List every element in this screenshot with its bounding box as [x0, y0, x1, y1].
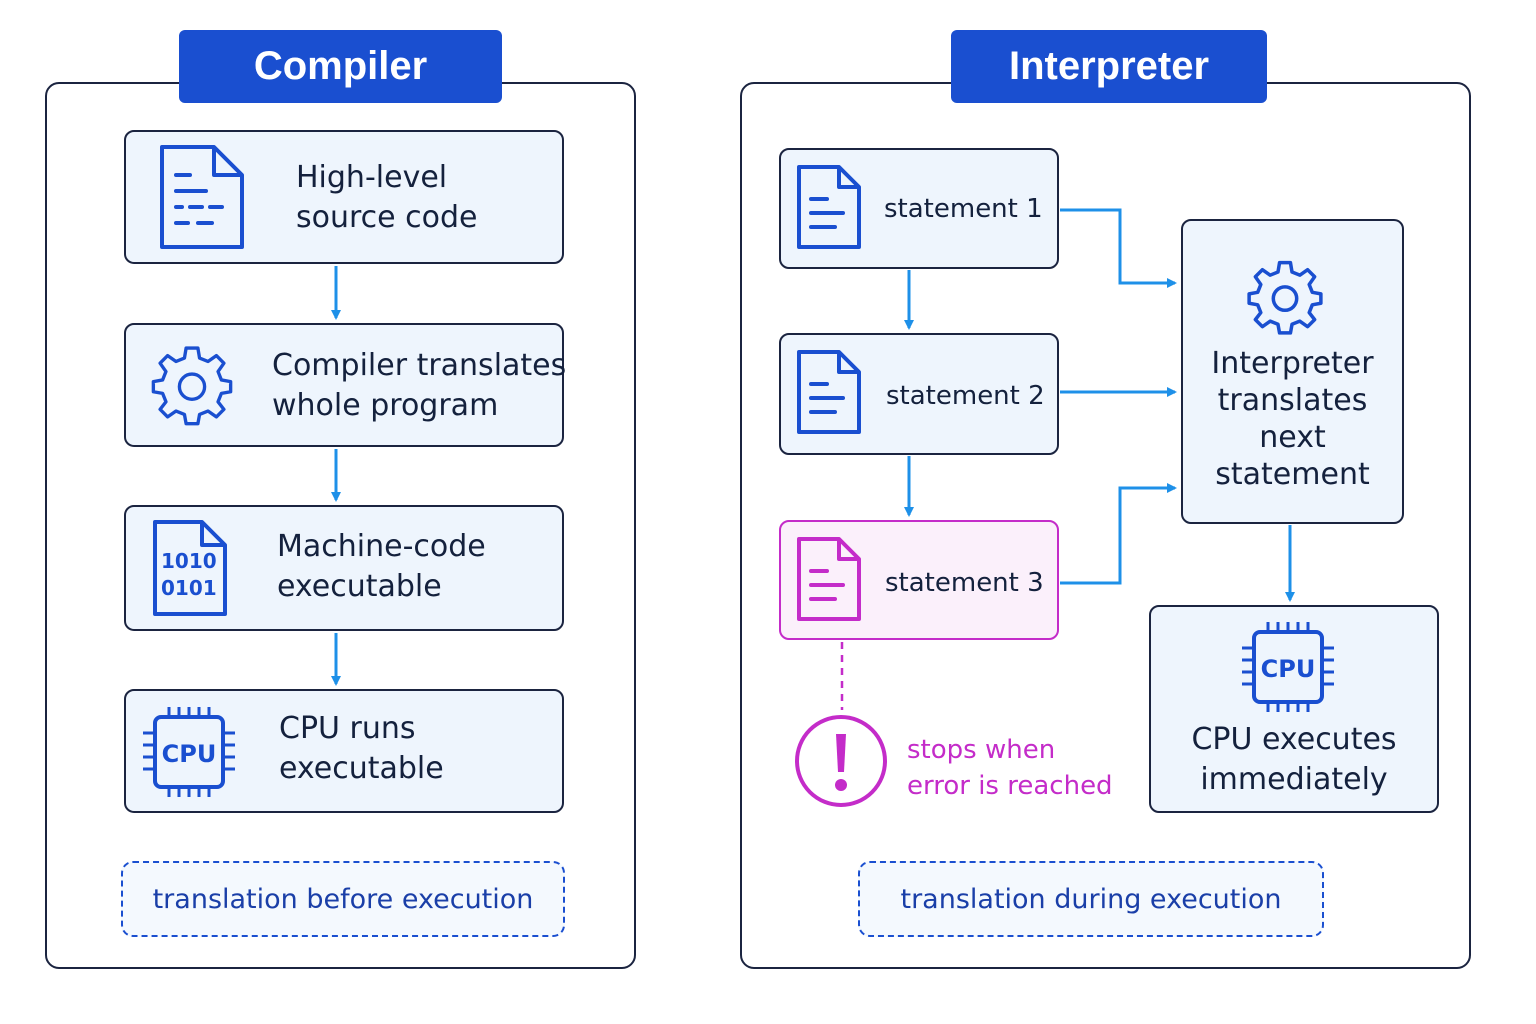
- document-icon: [797, 350, 861, 434]
- source-code-label: High-level source code: [296, 160, 478, 235]
- cpu-executes-box: [1149, 605, 1439, 813]
- statement-3-label: statement 3: [885, 568, 1044, 598]
- source-code-box: [124, 130, 564, 264]
- cpu-chip-icon: CPU: [1242, 622, 1334, 712]
- error-stop-text: stops when error is reached: [907, 735, 1113, 801]
- interpreter-translator-label: Interpreter translates next statement: [1211, 346, 1374, 492]
- cpu-chip-text: CPU: [162, 740, 217, 768]
- interpreter-arrows: [904, 208, 1295, 602]
- machine-code-label: Machine-code executable: [277, 529, 486, 604]
- binary-line-1: 1010: [161, 549, 217, 573]
- arrow-statement1-to-interpreter: [1060, 208, 1177, 288]
- interpreter-note: translation during execution: [858, 861, 1324, 937]
- gear-icon: [1247, 260, 1323, 335]
- cpu-runs-label: CPU runs executable: [279, 711, 444, 786]
- cpu-chip-text: CPU: [1261, 655, 1316, 683]
- compiler-title: Compiler: [179, 30, 502, 103]
- document-icon: [797, 537, 861, 621]
- gear-icon: [151, 346, 233, 426]
- machine-code-box: [124, 505, 564, 631]
- interpreter-title: Interpreter: [951, 30, 1267, 103]
- statement-2-label: statement 2: [886, 381, 1045, 411]
- compiler-note: translation before execution: [121, 861, 565, 937]
- binary-file-icon: 1010 0101: [153, 520, 227, 616]
- cpu-runs-box: [124, 689, 564, 813]
- cpu-chip-icon: CPU: [143, 707, 235, 797]
- document-icon: [160, 145, 244, 249]
- compile-step-box: [124, 323, 564, 447]
- exclamation-icon: [795, 715, 887, 807]
- compile-step-label: Compiler translates whole program: [272, 348, 567, 423]
- statement-1-label: statement 1: [884, 194, 1043, 224]
- cpu-executes-label: CPU executes immediately: [1191, 722, 1397, 797]
- arrow-statement3-to-interpreter: [1060, 483, 1177, 585]
- document-icon: [797, 165, 861, 249]
- binary-line-2: 0101: [161, 576, 217, 600]
